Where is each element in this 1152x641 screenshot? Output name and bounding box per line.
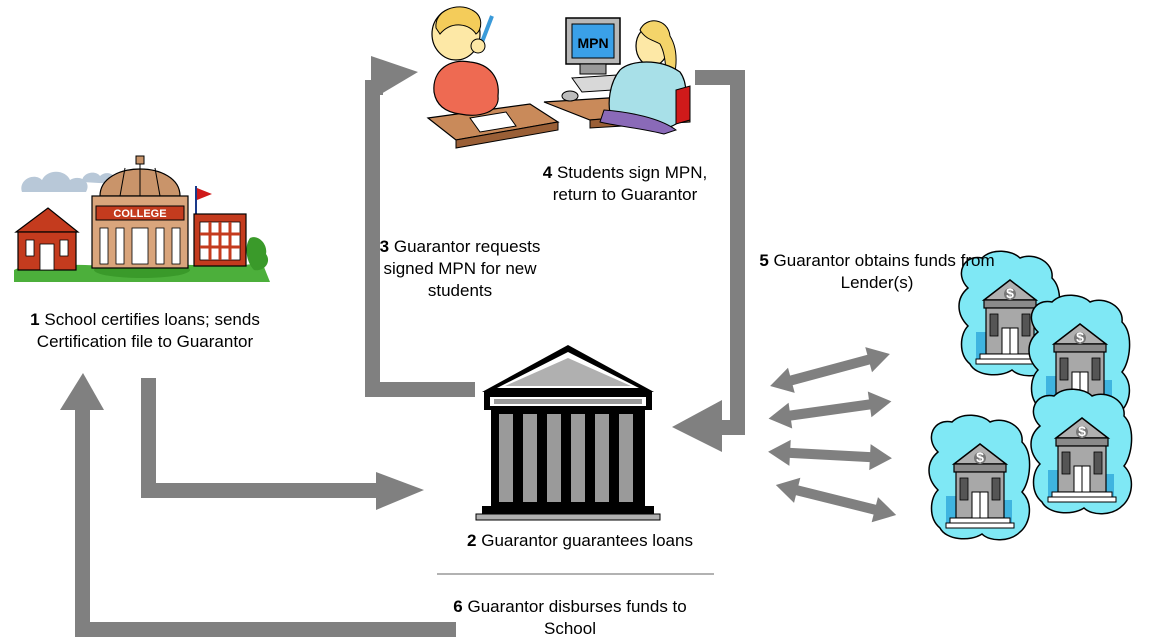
svg-text:$: $ xyxy=(976,449,984,465)
step-5-label: 5 Guarantor obtains funds from Lender(s) xyxy=(752,250,1002,294)
guarantor-bank-icon xyxy=(475,345,661,521)
arrow-lender-exchange-1 xyxy=(770,347,890,393)
arrow-lender-exchange-4 xyxy=(775,477,897,523)
step-6-label: 6 Guarantor disburses funds to School xyxy=(430,596,710,640)
step-5-text: Guarantor obtains funds from Lender(s) xyxy=(773,251,995,292)
step-4-label: 4 Students sign MPN, return to Guarantor xyxy=(535,162,715,206)
step-3-text: Guarantor requests signed MPN for new st… xyxy=(383,237,541,300)
lender-bank-icon: $ xyxy=(1030,388,1133,515)
arrow-lender-exchange-2 xyxy=(768,391,892,429)
arrowhead-into-guarantor xyxy=(376,472,424,510)
college-icon: COLLEGE xyxy=(14,155,270,282)
svg-text:$: $ xyxy=(1006,285,1014,301)
step-1-text: School certifies loans; sends Certificat… xyxy=(36,310,260,351)
step-4-text: Students sign MPN, return to Guarantor xyxy=(552,163,708,204)
arrow-guarantor-to-students xyxy=(365,382,475,397)
step-6-text: Guarantor disburses funds to School xyxy=(467,597,687,638)
step-2-number: 2 xyxy=(467,531,477,550)
step-6-number: 6 xyxy=(453,597,463,616)
step-3-label: 3 Guarantor requests signed MPN for new … xyxy=(360,236,560,302)
lender-bank-icon: $ xyxy=(1028,294,1131,421)
lender-bank-icon: $ xyxy=(928,414,1031,541)
arrows xyxy=(60,56,897,637)
step-1-label: 1 School certifies loans; sends Certific… xyxy=(0,309,290,353)
arrow-school-to-guarantor xyxy=(141,378,156,498)
step-1-number: 1 xyxy=(30,310,40,329)
arrow-guarantor-to-school xyxy=(75,622,456,637)
college-sign: COLLEGE xyxy=(113,208,166,220)
arrowhead-into-school xyxy=(60,373,104,410)
monitor-label: MPN xyxy=(577,35,608,51)
step-2-text: Guarantor guarantees loans xyxy=(481,531,693,550)
step-4-number: 4 xyxy=(542,163,553,182)
svg-text:$: $ xyxy=(1078,423,1086,439)
lender-bank-icon: $ xyxy=(958,250,1061,377)
arrowhead-from-students xyxy=(672,400,722,452)
arrow-lender-exchange-3 xyxy=(768,439,892,471)
step-5-number: 5 xyxy=(759,251,769,270)
step-2-label: 2 Guarantor guarantees loans xyxy=(420,530,740,552)
students-icon: MPN xyxy=(426,6,691,149)
svg-text:$: $ xyxy=(1076,329,1084,345)
step-3-number: 3 xyxy=(379,237,390,256)
arrowhead-into-students xyxy=(371,56,418,100)
